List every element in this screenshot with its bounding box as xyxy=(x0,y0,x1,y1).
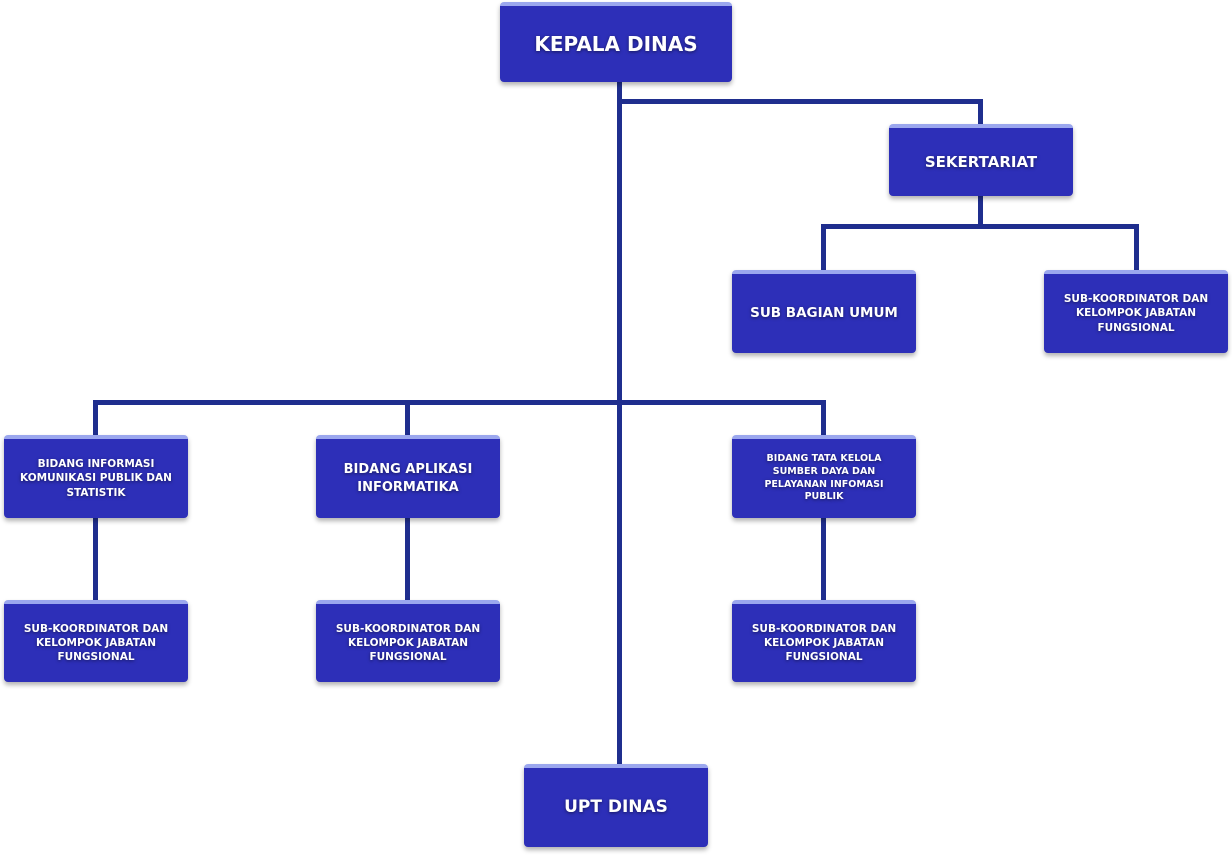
connector-sek-child1 xyxy=(821,224,826,272)
connector-sek-children-h xyxy=(821,224,1139,229)
node-bidang3-subkoordinator: SUB-KOORDINATOR DAN KELOMPOK JABATAN FUN… xyxy=(732,600,916,682)
node-sub-bagian-umum: SUB BAGIAN UMUM xyxy=(732,270,916,353)
node-sekretariat-subkoordinator: SUB-KOORDINATOR DAN KELOMPOK JABATAN FUN… xyxy=(1044,270,1228,353)
node-bidang2-subkoordinator: SUB-KOORDINATOR DAN KELOMPOK JABATAN FUN… xyxy=(316,600,500,682)
connector-sekretariat-v xyxy=(978,99,983,127)
node-upt-dinas: UPT DINAS xyxy=(524,764,708,847)
connector-bidang-h xyxy=(93,400,826,405)
connector-sekretariat-h xyxy=(617,99,983,104)
node-bidang-tata-kelola: BIDANG TATA KELOLA SUMBER DAYA DAN PELAY… xyxy=(732,435,916,518)
connector-sek-down xyxy=(978,194,983,228)
connector-sek-child2 xyxy=(1134,224,1139,272)
node-bidang-informasi: BIDANG INFORMASI KOMUNIKASI PUBLIK DAN S… xyxy=(4,435,188,518)
node-bidang-aplikasi: BIDANG APLIKASI INFORMATIKA xyxy=(316,435,500,518)
node-kepala-dinas: KEPALA DINAS xyxy=(500,2,732,82)
connector-main-vertical xyxy=(617,80,622,766)
node-bidang1-subkoordinator: SUB-KOORDINATOR DAN KELOMPOK JABATAN FUN… xyxy=(4,600,188,682)
node-sekretariat: SEKERTARIAT xyxy=(889,124,1073,196)
